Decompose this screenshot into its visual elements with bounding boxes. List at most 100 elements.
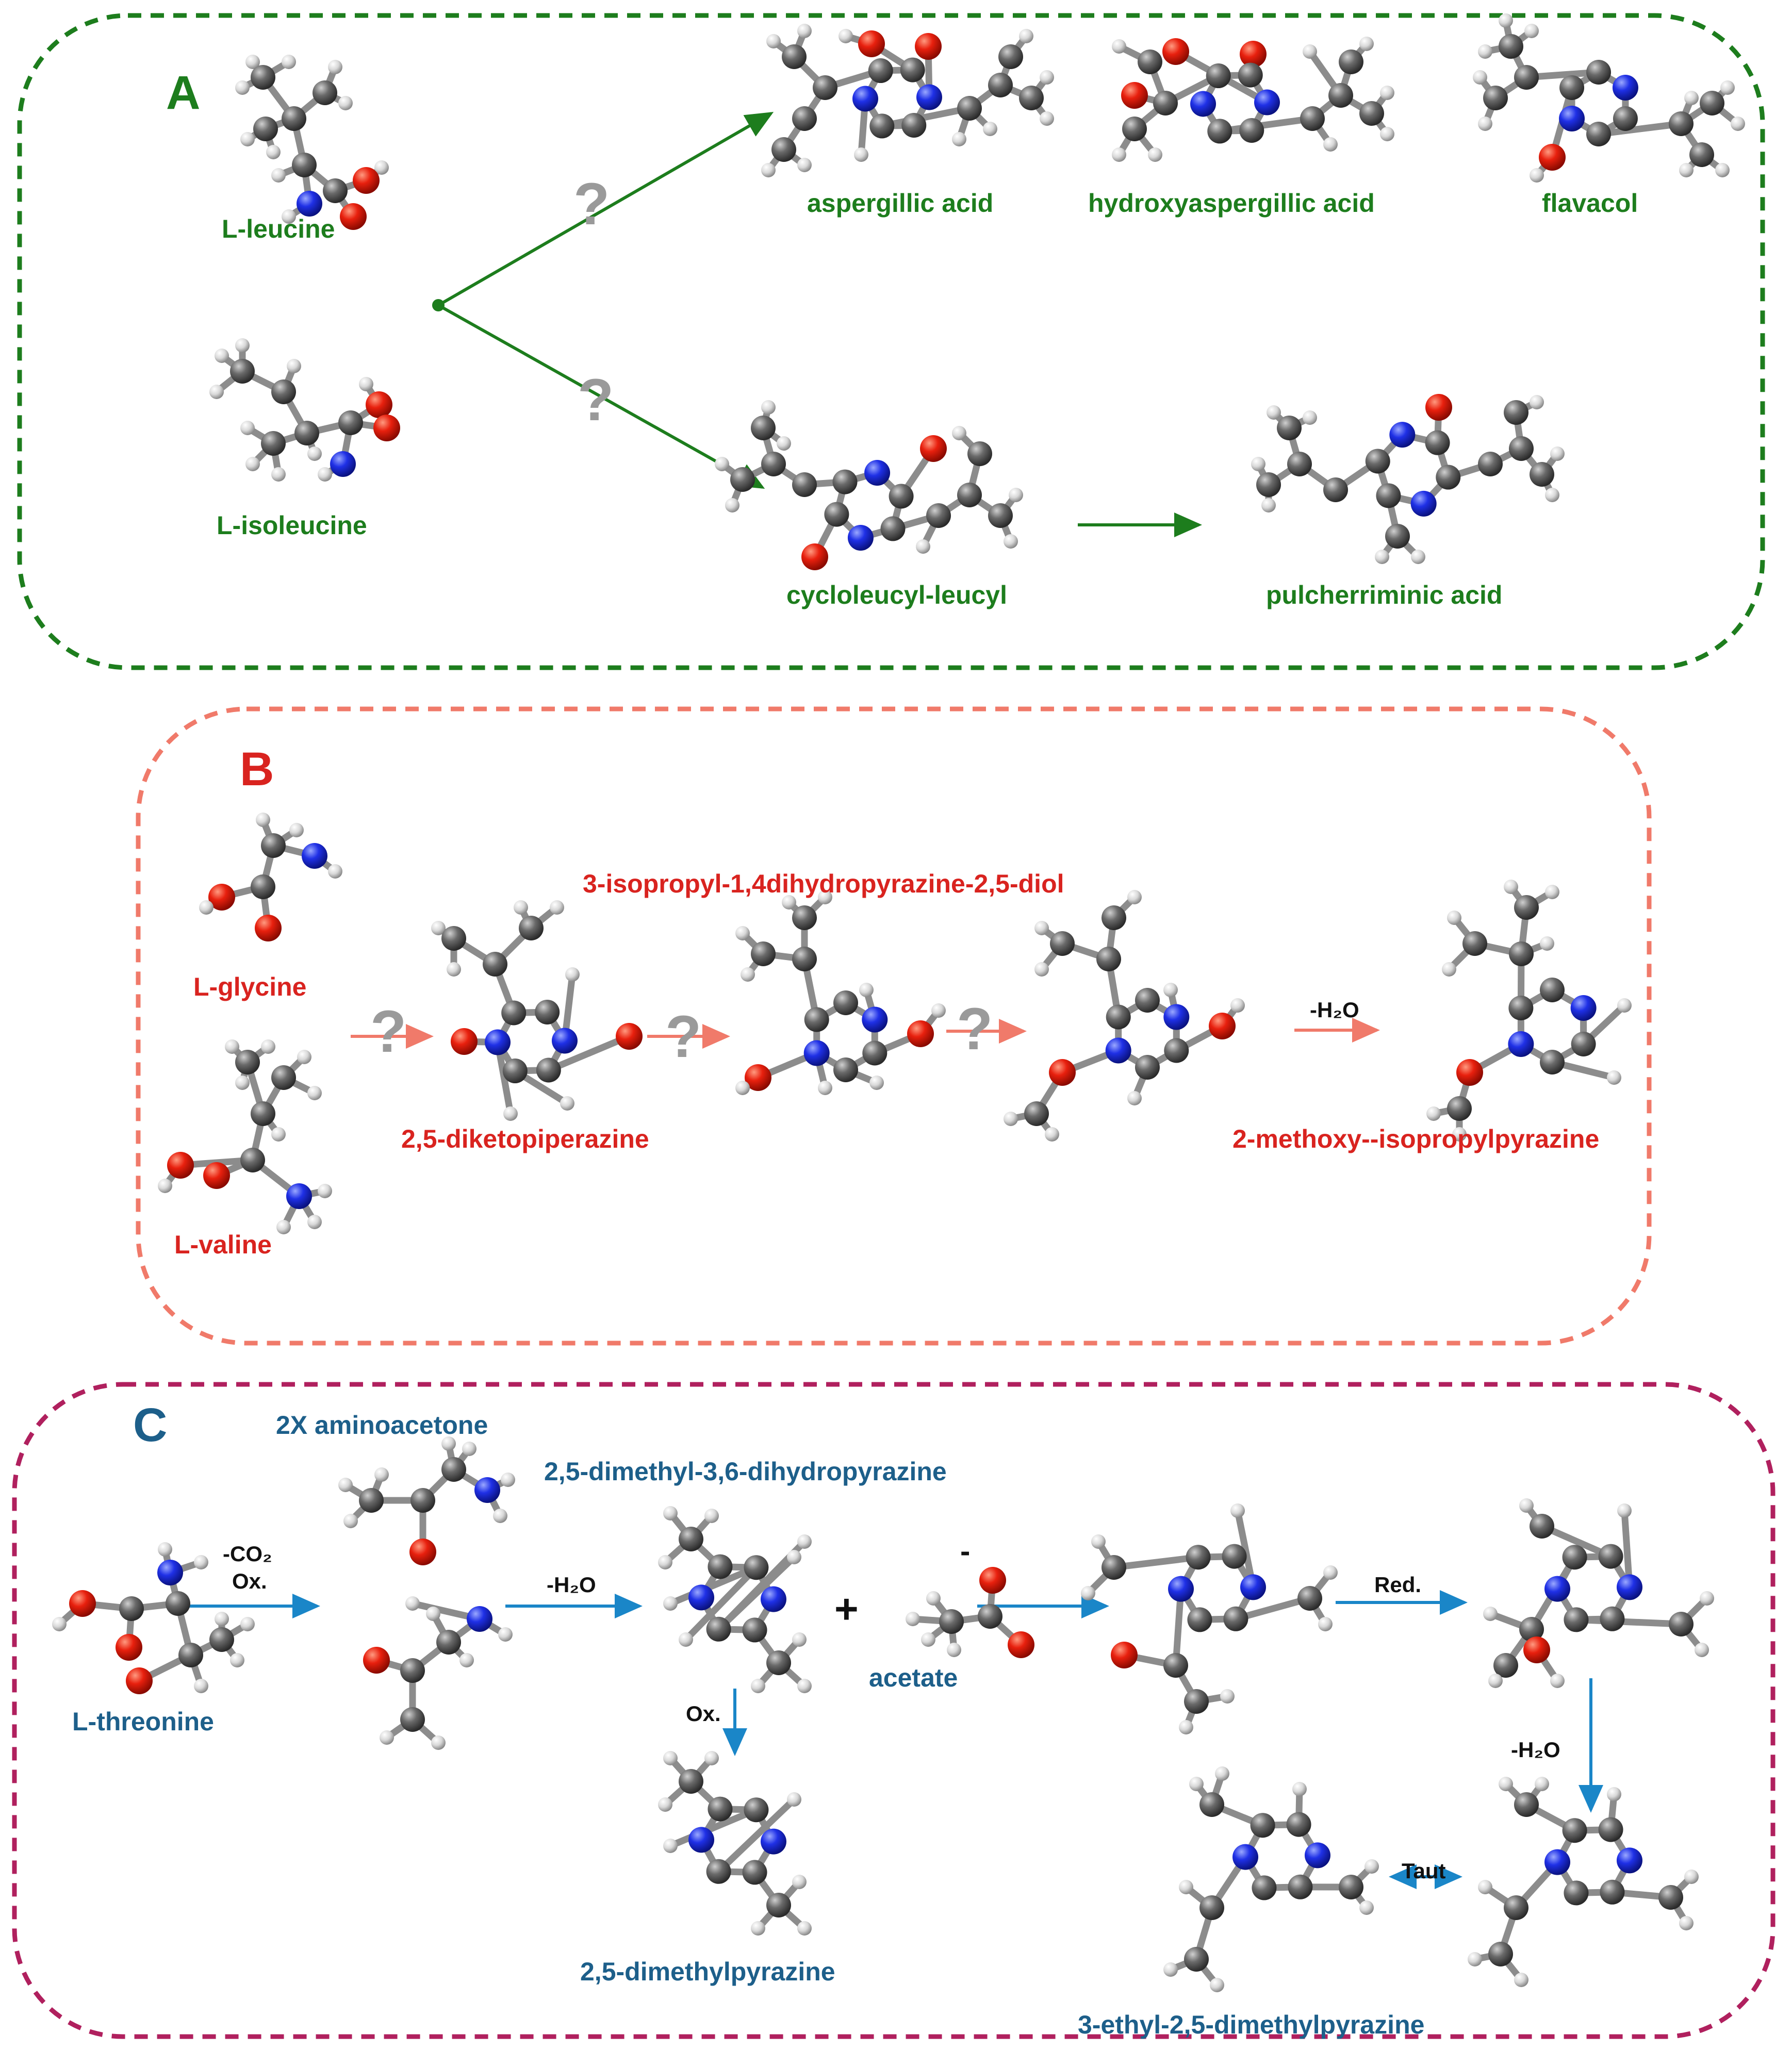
hydrogen-atom: [1189, 1777, 1204, 1791]
carbon-atom: [1488, 1942, 1513, 1966]
bond: [667, 1806, 760, 1849]
hydrogen-atom: [1267, 405, 1281, 420]
carbon-atom: [1483, 86, 1508, 110]
carbon-atom: [501, 1000, 527, 1026]
carbon-atom: [1206, 63, 1231, 89]
carbon-atom: [1509, 436, 1534, 461]
label-l-valine: L-valine: [174, 1230, 272, 1259]
carbon-atom: [744, 1555, 769, 1580]
hydrogen-atom: [1323, 1565, 1338, 1580]
hydrogen-atom: [1148, 147, 1162, 162]
carbon-atom: [1514, 65, 1539, 90]
carbon-atom: [292, 153, 317, 177]
label-diketopiperazine: 2,5-diketopiperazine: [401, 1125, 649, 1153]
carbon-atom: [1586, 60, 1611, 85]
carbon-atom: [1376, 483, 1401, 508]
nitrogen-atom: [1163, 1004, 1190, 1030]
bond: [1538, 1523, 1615, 1560]
molecule-l-valine: [158, 1039, 332, 1234]
carbon-atom: [1153, 91, 1178, 115]
hydrogen-atom: [374, 160, 389, 175]
hydrogen-atom: [741, 967, 755, 982]
hydrogen-atom: [565, 967, 580, 982]
hydrogen-atom: [947, 1643, 961, 1657]
carbon-atom: [1559, 75, 1585, 100]
hydrogen-atom: [240, 421, 255, 435]
hydrogen-atom: [1473, 70, 1487, 85]
hydrogen-atom: [1034, 962, 1049, 977]
hydrogen-atom: [704, 1751, 719, 1765]
carbon-atom: [1019, 86, 1044, 110]
oxygen-atom: [373, 415, 400, 441]
nitrogen-atom: [1508, 1031, 1534, 1057]
nitrogen-atom: [297, 191, 322, 217]
carbon-atom: [1508, 996, 1534, 1020]
hydrogen-atom: [1004, 534, 1018, 549]
hydrogen-atom: [307, 1086, 322, 1100]
carbon-atom: [1186, 1545, 1211, 1570]
hydrogen-atom: [1019, 29, 1033, 43]
hydrogen-atom: [1488, 1674, 1503, 1688]
carbon-atom: [119, 1596, 144, 1621]
hydrogen-atom: [338, 1478, 353, 1492]
hydrogen-atom: [380, 1730, 394, 1745]
hydrogen-atom: [761, 163, 776, 177]
step-label-ox1: Ox.: [232, 1569, 267, 1593]
hydrogen-atom: [1545, 885, 1559, 899]
oxygen-atom: [1111, 1642, 1138, 1668]
nitrogen-atom: [1190, 91, 1216, 117]
oxygen-atom: [208, 884, 235, 911]
nitrogen-atom: [760, 1828, 786, 1855]
hydrogen-atom: [663, 1506, 678, 1520]
carbon-atom: [1700, 91, 1724, 115]
hydrogen-atom: [797, 24, 812, 38]
hydrogen-atom: [1364, 1859, 1379, 1874]
nitrogen-atom: [1544, 1576, 1571, 1602]
nitrogen-atom: [1570, 995, 1597, 1021]
carbon-atom: [1562, 1818, 1587, 1843]
nitrogen-atom: [1612, 75, 1638, 101]
nitrogen-atom: [467, 1606, 492, 1632]
hydrogen-atom: [1442, 962, 1456, 977]
label-cycloleucyl-leucyl: cycloleucyl-leucyl: [786, 581, 1008, 609]
nitrogen-atom: [485, 1029, 511, 1055]
carbon-atom: [1564, 1607, 1589, 1632]
carbon-atom: [900, 57, 925, 82]
hydrogen-atom: [1530, 168, 1544, 183]
nitrogen-atom: [1559, 106, 1585, 131]
molecule-ethyl-dimethylpyrazine: [1468, 1777, 1699, 1987]
hydrogen-atom: [797, 1679, 812, 1693]
carbon-atom: [1164, 1038, 1189, 1063]
carbon-atom: [957, 483, 982, 507]
label-acetate: acetate: [869, 1663, 958, 1692]
carbon-atom: [1462, 931, 1487, 956]
nitrogen-atom: [1544, 1849, 1571, 1875]
hydrogen-atom: [1540, 936, 1554, 951]
carbon-atom: [1493, 1653, 1518, 1678]
label-hydroxyaspergillic-acid: hydroxyaspergillic acid: [1088, 189, 1375, 218]
label-l-leucine: L-leucine: [222, 214, 335, 243]
oxygen-atom: [255, 915, 282, 941]
nitrogen-atom: [862, 1006, 888, 1033]
carbon-atom: [751, 941, 776, 966]
carbon-atom: [436, 1630, 461, 1655]
molecule-dimethylpyrazine: [658, 1751, 812, 1936]
hydrogen-atom: [209, 385, 224, 399]
hydrogen-atom: [1215, 1766, 1229, 1781]
hydrogen-atom: [261, 1039, 275, 1054]
hydrogen-atom: [1720, 80, 1735, 95]
hydrogen-atom: [921, 1632, 935, 1647]
molecule-dimethyl-dihydropyrazine: [658, 1506, 812, 1693]
oxygen-atom: [167, 1152, 194, 1179]
molecule-l-leucine: [235, 55, 389, 230]
hydrogen-atom: [328, 60, 342, 74]
hydrogen-atom: [318, 1184, 332, 1198]
carbon-atom: [1613, 106, 1638, 131]
carbon-atom: [744, 1797, 769, 1823]
hydrogen-atom: [1504, 880, 1518, 894]
carbon-atom: [706, 1859, 731, 1884]
hydrogen-atom: [735, 926, 750, 940]
hydrogen-atom: [1679, 1916, 1694, 1930]
oxygen-atom: [1162, 38, 1189, 65]
